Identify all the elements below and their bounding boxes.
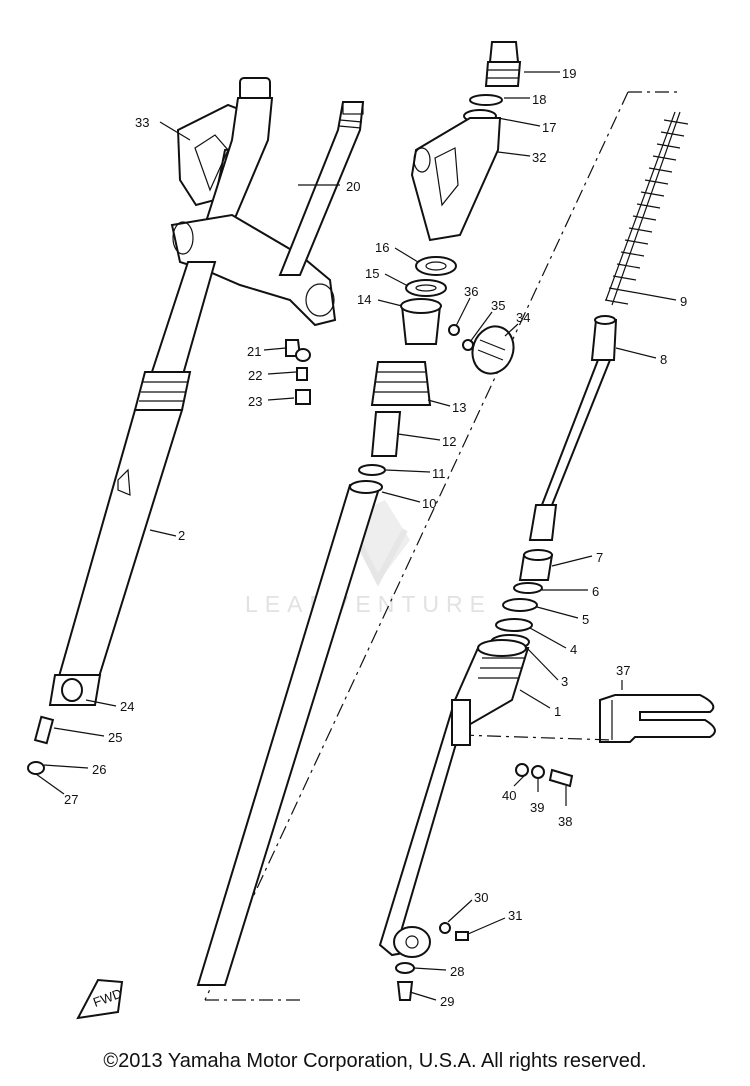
callout-33: 33	[135, 115, 149, 130]
callout-13: 13	[452, 400, 466, 415]
callout-5: 5	[582, 612, 589, 627]
callout-36: 36	[464, 284, 478, 299]
callout-35: 35	[491, 298, 505, 313]
callout-16: 16	[375, 240, 389, 255]
middle-parts	[196, 41, 522, 986]
right-fork-assembly	[378, 111, 689, 1001]
assembly-outline	[204, 91, 682, 1001]
left-fork-assembly	[27, 77, 337, 775]
callout-32: 32	[532, 150, 546, 165]
callout-28: 28	[450, 964, 464, 979]
callout-27: 27	[64, 792, 78, 807]
callout-1: 1	[554, 704, 561, 719]
copyright-footer: ©2013 Yamaha Motor Corporation, U.S.A. A…	[103, 1050, 647, 1072]
callout-29: 29	[440, 994, 454, 1009]
callout-17: 17	[542, 120, 556, 135]
callout-30: 30	[474, 890, 488, 905]
stem-fasteners	[285, 339, 311, 405]
callout-14: 14	[357, 292, 371, 307]
callout-21: 21	[247, 344, 261, 359]
fwd-marker: FWD	[76, 978, 124, 1020]
callouts: 33 20 19 18 17 32 16 15 14 36 35 34 13 1…	[35, 66, 687, 1009]
callout-26: 26	[92, 762, 106, 777]
steering-stem	[278, 101, 365, 276]
callout-40: 40	[502, 788, 516, 803]
bracket-37	[599, 694, 716, 743]
callout-11: 11	[432, 466, 446, 481]
callout-24: 24	[120, 699, 134, 714]
callout-31: 31	[508, 908, 522, 923]
callout-9: 9	[680, 294, 687, 309]
callout-20: 20	[346, 179, 360, 194]
callout-10: 10	[422, 496, 436, 511]
callout-37: 37	[616, 663, 630, 678]
callout-19: 19	[562, 66, 576, 81]
callout-3: 3	[561, 674, 568, 689]
callout-25: 25	[108, 730, 122, 745]
watermark-text: LEADVENTURE	[245, 591, 492, 617]
callout-6: 6	[592, 584, 599, 599]
callout-2: 2	[178, 528, 185, 543]
callout-7: 7	[596, 550, 603, 565]
callout-23: 23	[248, 394, 262, 409]
callout-15: 15	[365, 266, 379, 281]
callout-8: 8	[660, 352, 667, 367]
callout-18: 18	[532, 92, 546, 107]
callout-4: 4	[570, 642, 577, 657]
callout-34: 34	[516, 310, 530, 325]
callout-12: 12	[442, 434, 456, 449]
callout-39: 39	[530, 800, 544, 815]
callout-22: 22	[248, 368, 262, 383]
callout-38: 38	[558, 814, 572, 829]
